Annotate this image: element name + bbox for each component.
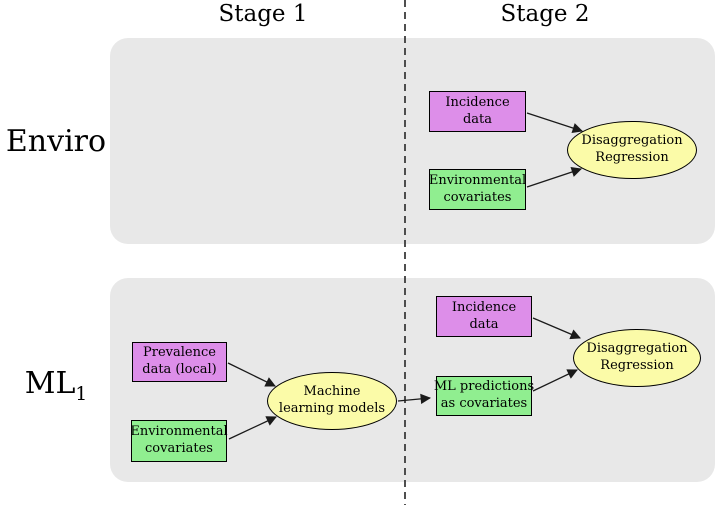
arrow-ml-prevalence-to-models — [227, 362, 276, 387]
enviro-row-label-text: Enviro — [5, 124, 107, 159]
node-text-line: Environmental — [428, 172, 527, 188]
node-text-line: learning models — [278, 401, 386, 416]
ml1-ml-predictions-node: ML predictions as covariates — [433, 376, 535, 416]
node-text-line: Machine — [303, 384, 361, 400]
ml1-row-label-text: ML — [24, 366, 76, 401]
node-text-line: Incidence — [445, 94, 510, 110]
arrow-ml-predictions-to-disaggregation — [532, 369, 578, 392]
enviro-row-label: Enviro — [0, 124, 112, 159]
ml1-machine-learning-models-node: Machine learning models — [267, 372, 397, 430]
node-text-line: data — [462, 111, 493, 127]
node-text-line: covariates — [145, 441, 213, 456]
node-text-line: Prevalence — [143, 345, 216, 361]
ml1-disaggregation-regression-node: Disaggregation Regression — [573, 329, 701, 387]
node-text-line: Environmental — [130, 424, 228, 440]
stage-1-header: Stage 1 — [218, 1, 308, 27]
arrow-ml-covariates-to-models — [228, 416, 277, 440]
arrow-ml-models-to-predictions — [397, 393, 432, 405]
node-text-line: data — [469, 316, 499, 332]
node-text-line: Regression — [600, 358, 674, 373]
node-text-line: ML predictions — [433, 379, 535, 395]
node-text-line: Disaggregation — [581, 133, 683, 149]
ml1-row-label: ML1 — [0, 366, 112, 405]
ml1-prevalence-data-node: Prevalence data (local) — [132, 342, 227, 382]
node-text-line: Incidence — [451, 299, 517, 315]
ml1-incidence-data-node: Incidence data — [436, 296, 532, 337]
arrow-ml-incidence-to-disaggregation — [532, 317, 581, 340]
node-text-line: Disaggregation — [586, 341, 688, 357]
ml1-environmental-covariates-node: Environmental covariates — [130, 420, 228, 462]
node-text-line: Regression — [595, 150, 669, 165]
node-text-line: covariates — [443, 189, 512, 205]
stage-2-header: Stage 2 — [500, 1, 590, 27]
node-text-line: as covariates — [440, 396, 528, 411]
arrow-enviro-covariates-to-disaggregation — [526, 167, 582, 188]
node-text-line: data (local) — [142, 362, 217, 377]
enviro-disaggregation-regression-node: Disaggregation Regression — [567, 121, 697, 179]
ml1-row-label-subscript: 1 — [75, 384, 88, 405]
enviro-incidence-data-node: Incidence data — [429, 91, 526, 132]
enviro-environmental-covariates-node: Environmental covariates — [429, 169, 526, 210]
arrow-enviro-incidence-to-disaggregation — [526, 112, 583, 134]
